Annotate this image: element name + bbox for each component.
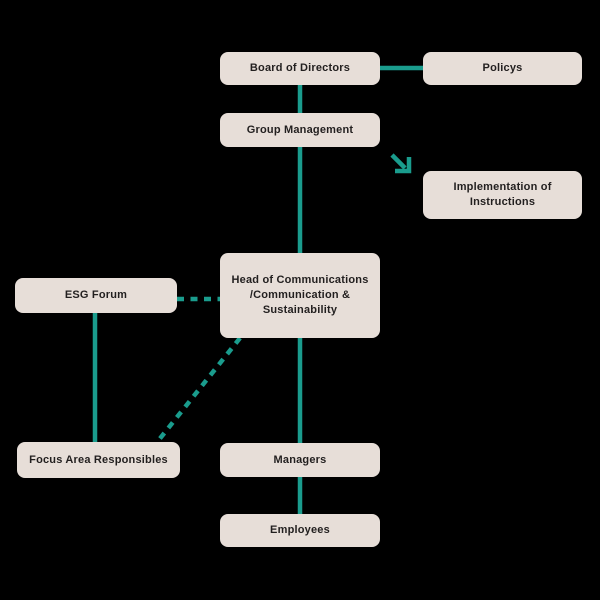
node-board-of-directors: Board of Directors xyxy=(220,52,380,85)
node-esg-forum: ESG Forum xyxy=(15,278,177,313)
node-managers: Managers xyxy=(220,443,380,477)
edge-head-focus-dashed xyxy=(156,336,242,443)
node-focus-area-responsibles: Focus Area Responsibles xyxy=(17,442,180,478)
arrow-down-right-icon xyxy=(390,153,412,174)
node-head-of-communications: Head of Communications /Communication & … xyxy=(220,253,380,338)
node-policys: Policys xyxy=(423,52,582,85)
node-group-management: Group Management xyxy=(220,113,380,147)
node-employees: Employees xyxy=(220,514,380,547)
node-implementation-of-instructions: Implementation of Instructions xyxy=(423,171,582,219)
